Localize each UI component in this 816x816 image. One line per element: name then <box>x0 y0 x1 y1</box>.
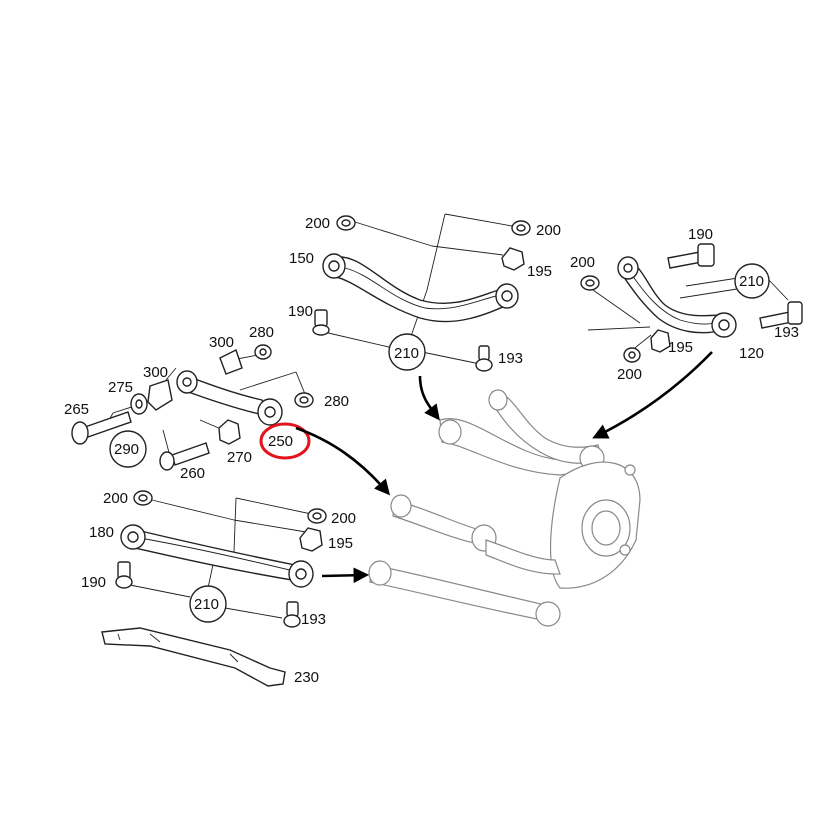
underbody-shield-230-icon <box>101 627 286 687</box>
label-193: 193 <box>498 350 523 367</box>
label-210: 210 <box>194 596 219 613</box>
eccentric-washer-195-icon <box>299 527 323 552</box>
bolt-193-icon <box>475 345 493 372</box>
bolt-193-icon <box>759 301 803 329</box>
label-270: 270 <box>227 449 252 466</box>
label-190: 190 <box>688 226 713 243</box>
highlight-ring <box>259 422 311 460</box>
nut-200-icon <box>336 215 356 231</box>
part-number-labels: 200 200 150 195 190 210 193 200 190 210 … <box>64 215 799 686</box>
label-193: 193 <box>774 324 799 341</box>
label-275: 275 <box>108 379 133 396</box>
label-120: 120 <box>739 345 764 362</box>
toe-link-250-icon <box>176 370 283 426</box>
control-arm-120-icon <box>617 256 737 338</box>
label-195: 195 <box>527 263 552 280</box>
label-280: 280 <box>324 393 349 410</box>
bolt-265-icon <box>71 411 132 445</box>
label-200: 200 <box>103 490 128 507</box>
upper-control-arm-group-150 <box>312 213 531 372</box>
label-190: 190 <box>81 574 106 591</box>
eccentric-washer-270-icon <box>218 419 241 445</box>
label-210: 210 <box>394 345 419 362</box>
nut-200-icon <box>623 347 641 363</box>
label-200: 200 <box>570 254 595 271</box>
label-195: 195 <box>328 535 353 552</box>
camber-arm-group-120 <box>580 243 803 363</box>
label-300: 300 <box>143 364 168 381</box>
label-180: 180 <box>89 524 114 541</box>
nut-200-icon <box>307 508 327 524</box>
bolt-260-icon <box>159 442 210 471</box>
label-195: 195 <box>668 339 693 356</box>
toe-link-group-250 <box>71 344 314 471</box>
label-200: 200 <box>536 222 561 239</box>
nut-280-icon <box>294 392 314 408</box>
label-200: 200 <box>305 215 330 232</box>
label-300: 300 <box>209 334 234 351</box>
bracket-300-icon <box>219 349 243 375</box>
label-280: 280 <box>249 324 274 341</box>
washer-275-icon <box>130 393 148 415</box>
bolt-190-icon <box>312 309 330 336</box>
label-200: 200 <box>331 510 356 527</box>
label-150: 150 <box>289 250 314 267</box>
bolt-190-icon <box>115 561 133 589</box>
bracket-300-icon <box>147 379 173 411</box>
label-290: 290 <box>114 441 139 458</box>
eccentric-washer-195-icon <box>650 329 671 353</box>
label-250: 250 <box>268 433 293 450</box>
label-193: 193 <box>301 611 326 628</box>
label-260: 260 <box>180 465 205 482</box>
assembled-rear-axle-icon <box>368 389 641 627</box>
nut-200-icon <box>133 490 153 506</box>
label-265: 265 <box>64 401 89 418</box>
eccentric-washer-195-icon <box>501 247 525 271</box>
control-arm-150-icon <box>322 253 519 323</box>
label-190: 190 <box>288 303 313 320</box>
label-200: 200 <box>617 366 642 383</box>
lower-control-arm-group-180 <box>115 490 327 628</box>
label-230: 230 <box>294 669 319 686</box>
nut-200-icon <box>580 275 600 291</box>
bolt-193-icon <box>283 601 301 628</box>
nut-200-icon <box>511 220 531 236</box>
bolt-190-icon <box>667 243 715 269</box>
nut-280-icon <box>254 344 272 360</box>
label-210: 210 <box>739 273 764 290</box>
control-arm-180-icon <box>120 524 314 588</box>
assembly-arrows <box>295 351 713 584</box>
